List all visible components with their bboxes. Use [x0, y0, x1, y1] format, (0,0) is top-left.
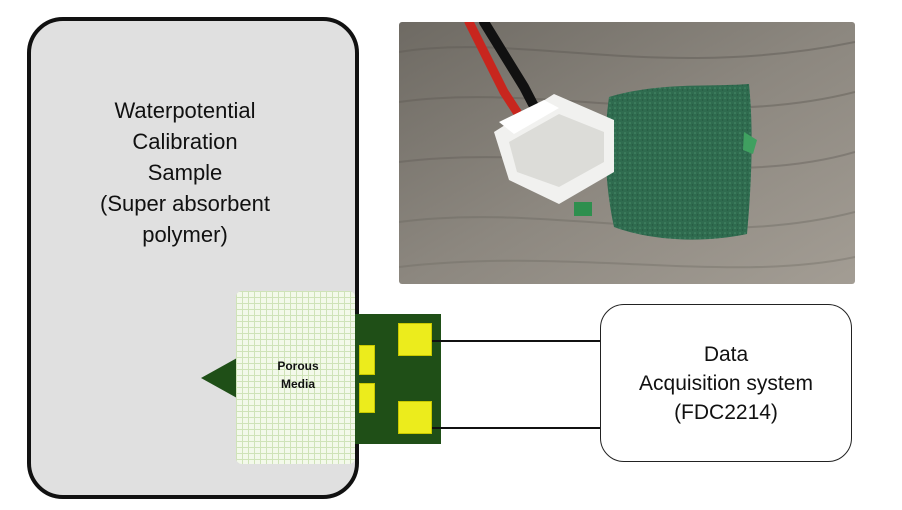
- daq-label-line-3: (FDC2214): [674, 401, 778, 424]
- sensor-photo: [399, 22, 855, 284]
- sample-title-line-2: Calibration: [132, 129, 238, 154]
- sample-title-line-1: Waterpotential: [114, 98, 256, 123]
- sample-title-line-3: Sample: [147, 160, 223, 185]
- data-acquisition-box: [600, 304, 852, 462]
- sensor-electrode-lower: [359, 383, 375, 413]
- porous-media-block: [236, 291, 355, 464]
- sensor-electrode-upper: [359, 345, 375, 375]
- sample-title-line-4: (Super absorbent: [100, 191, 270, 216]
- porous-label-line-1: Porous: [277, 359, 319, 373]
- sample-title: Waterpotential Calibration Sample (Super…: [60, 95, 310, 250]
- porous-media-label: Porous Media: [258, 357, 338, 393]
- daq-label-line-2: Acquisition system: [639, 372, 813, 395]
- porous-label-line-2: Media: [280, 377, 315, 391]
- pcb-pad-bottom: [398, 401, 432, 434]
- daq-label-line-1: Data: [703, 343, 749, 366]
- pcb-pad-top: [398, 323, 432, 356]
- sample-title-line-5: polymer): [142, 222, 228, 247]
- daq-label: Data Acquisition system (FDC2214): [600, 340, 852, 427]
